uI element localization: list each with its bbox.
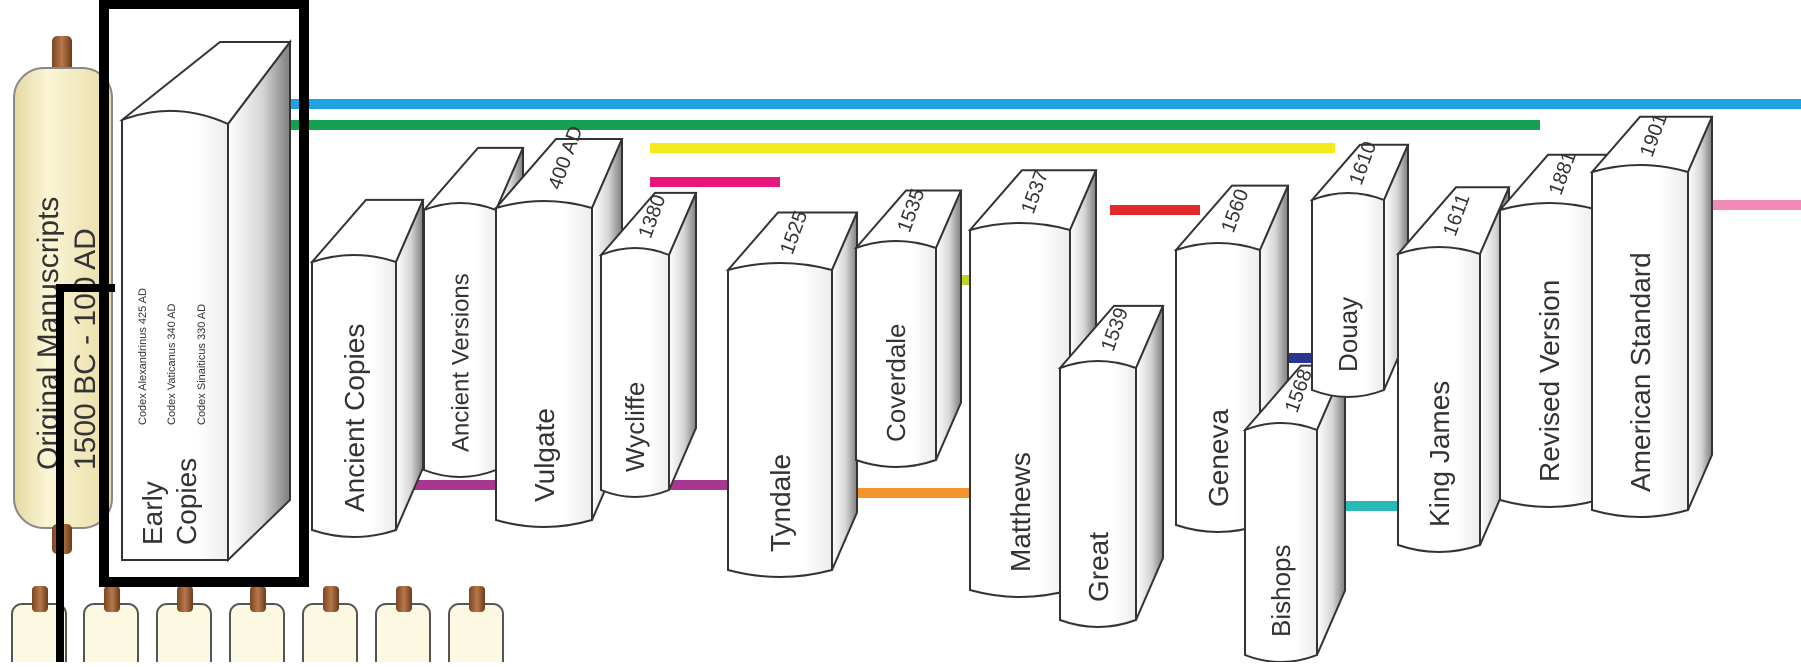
book-spine bbox=[1244, 422, 1318, 663]
book-label-ancient-versions: Ancient Versions bbox=[447, 273, 474, 452]
codex-sinaiticus: Codex Sinaiticus 330 AD bbox=[196, 304, 208, 425]
small-scrolls-row bbox=[11, 586, 504, 667]
book-side bbox=[831, 212, 858, 571]
book-ancient-copies: Ancient Copies bbox=[309, 198, 425, 538]
highlight-frame bbox=[99, 0, 309, 587]
book-label-ancient-copies: Ancient Copies bbox=[339, 324, 370, 512]
book-label-king-james: King James bbox=[1424, 381, 1455, 527]
book-label-wycliffe: Wycliffe bbox=[620, 382, 650, 472]
small-scroll bbox=[11, 586, 67, 667]
book-label-douay: Douay bbox=[1333, 297, 1363, 372]
book-side bbox=[1687, 116, 1713, 511]
book-spine bbox=[1591, 164, 1689, 518]
small-scroll bbox=[83, 586, 139, 667]
small-scroll bbox=[156, 586, 212, 667]
early-copies-label-line1: Early bbox=[137, 481, 168, 545]
book-label-bishops: Bishops bbox=[1266, 545, 1296, 638]
book-label-geneva: Geneva bbox=[1203, 409, 1234, 507]
book-label-matthews: Matthews bbox=[1005, 452, 1036, 572]
book-label-revised-version: Revised Version bbox=[1534, 280, 1565, 482]
highlight-bracket bbox=[56, 284, 115, 662]
book-spine bbox=[1311, 192, 1385, 398]
small-scroll bbox=[229, 586, 285, 667]
book-label-vulgate: Vulgate bbox=[529, 408, 560, 502]
codex-vaticanus: Codex Vaticanus 340 AD bbox=[166, 303, 178, 425]
book-spine bbox=[600, 247, 670, 498]
scroll-top-knob bbox=[52, 36, 72, 76]
early-copies-book: Early Copies Codex Alexandrinus 425 AD C… bbox=[119, 39, 293, 563]
small-scroll bbox=[448, 586, 504, 667]
book-spine bbox=[1397, 246, 1481, 553]
early-copies-label-line2: Copies bbox=[171, 458, 202, 545]
small-scroll bbox=[375, 586, 431, 667]
book-label-tyndale: Tyndale bbox=[765, 454, 796, 552]
book-label-american-standard: American Standard bbox=[1625, 252, 1656, 492]
book-spine bbox=[855, 240, 937, 468]
codex-alexandrinus: Codex Alexandrinus 425 AD bbox=[137, 288, 149, 425]
book-label-coverdale: Coverdale bbox=[881, 323, 911, 442]
book-label-great: Great bbox=[1083, 532, 1114, 602]
book-spine bbox=[1059, 360, 1137, 628]
book-spine bbox=[727, 262, 833, 578]
small-scroll bbox=[302, 586, 358, 667]
scroll-dates: 1500 BC - 100 AD bbox=[69, 228, 102, 470]
book-spine bbox=[495, 200, 593, 528]
book-spine bbox=[311, 254, 397, 538]
